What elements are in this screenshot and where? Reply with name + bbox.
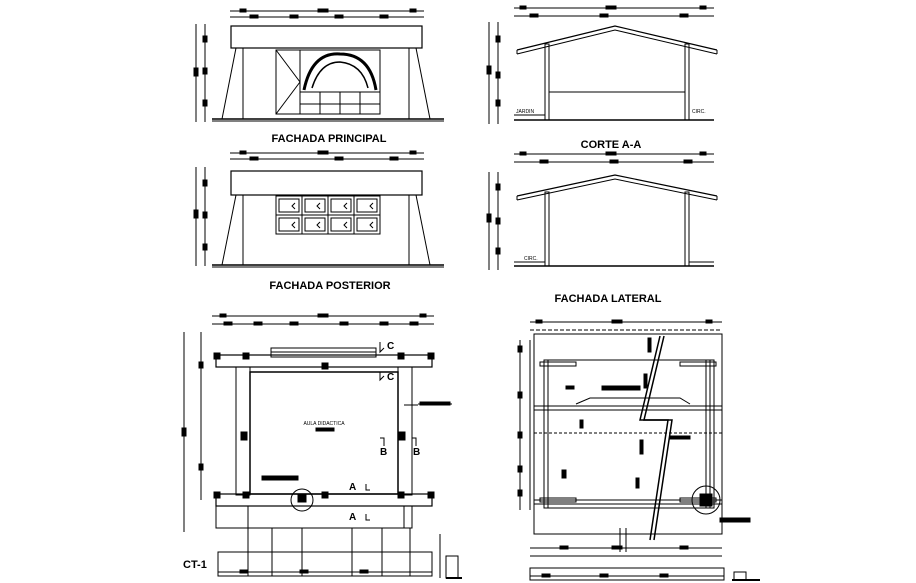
circ-lateral-label: CIRC. — [524, 256, 538, 262]
floor-plan-drawing — [181, 313, 462, 579]
fachada-principal-title: FACHADA PRINCIPAL — [272, 133, 387, 145]
fachada-posterior-drawing — [193, 150, 444, 268]
circ-corte-label: CIRC. — [692, 109, 706, 115]
foundation-plan-drawing — [517, 319, 760, 581]
section-mark-b-right: B — [413, 447, 420, 458]
section-mark-b-left: B — [380, 447, 387, 458]
corte-aa-drawing — [486, 5, 718, 124]
fachada-lateral-title: FACHADA LATERAL — [555, 293, 662, 305]
section-mark-c-bottom: C — [387, 372, 394, 383]
jardin-label: JARDIN — [516, 109, 534, 115]
fachada-lateral-drawing — [486, 151, 718, 270]
fachada-posterior-title: FACHADA POSTERIOR — [269, 280, 390, 292]
section-mark-c-top: C — [387, 341, 394, 352]
section-mark-a-bottom: A — [349, 512, 356, 523]
corte-aa-title: CORTE A-A — [581, 139, 642, 151]
ct1-label: CT-1 — [183, 559, 207, 571]
section-mark-a-top: A — [349, 482, 356, 493]
fachada-principal-drawing — [193, 8, 444, 122]
aula-didactica-label: AULA DIDACTICA — [303, 421, 345, 427]
